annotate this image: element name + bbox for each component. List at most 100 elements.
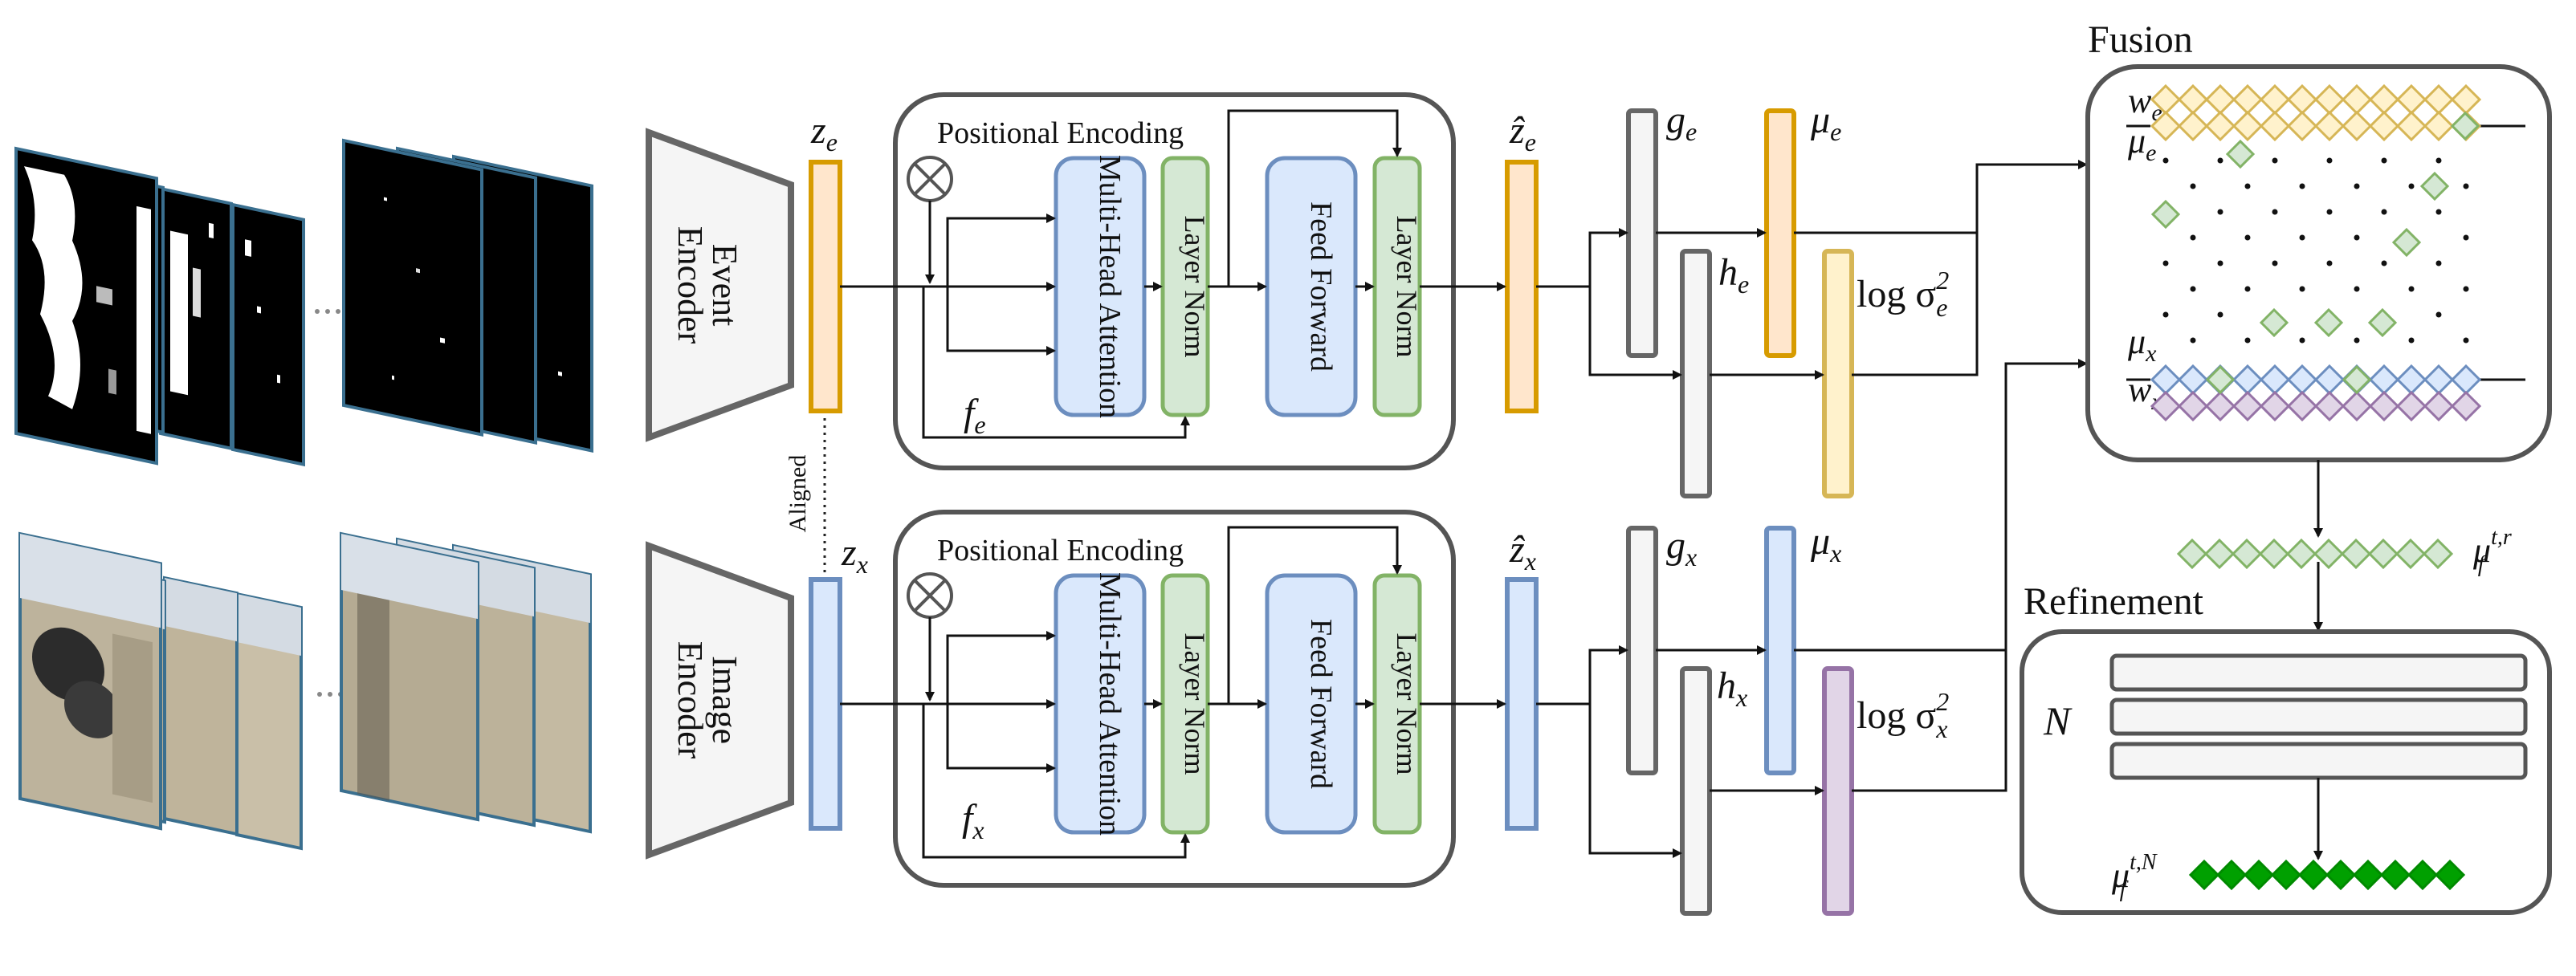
fused-diamond [2285,538,2317,570]
refined-diamond [2243,859,2275,891]
positional-encoding-label-event: Positional Encoding [937,116,1184,150]
image-frame-stack-left [18,531,303,851]
fusion-mu-x-label: μx [2127,322,2157,367]
refined-diamond [2215,859,2248,891]
weight-diamond-e [2423,110,2455,142]
weight-diamond-x [2450,390,2482,422]
positional-encoding-icon-event [907,156,953,202]
grid-dot [2381,157,2387,164]
fused-diamond [2231,538,2263,570]
grid-dot [2463,286,2469,292]
positional-encoding-icon-image [907,572,953,619]
weight-diamond-e [2341,110,2373,142]
refinement-title: Refinement [2024,580,2204,623]
grid-dot [2217,209,2223,215]
fused-diamond [2340,538,2372,570]
grid-dot [2217,260,2223,266]
fusion-block: Fusion we μe μx wx [2085,18,2552,462]
grid-dot [2272,157,2278,164]
head-g-x [1626,526,1658,775]
weight-diamond-x [2177,390,2209,422]
weight-diamond-x [2286,390,2318,422]
event-frame-stack-left [14,146,305,467]
fused-diamond [2313,538,2345,570]
zhat-x-label: ẑx [1509,528,1536,575]
weight-diamond-x [2313,390,2346,422]
grid-dot [2435,260,2442,266]
grid-dot [2381,260,2387,266]
grid-dot [2217,157,2223,164]
latent-zhat-x [1505,577,1539,831]
mha-label-event: Multi-Head Attention [1093,155,1127,418]
weight-diamond-x [2423,390,2455,422]
mu-e-bar [1764,108,1796,358]
grid-dot [2408,286,2415,292]
grid-dot [2299,183,2305,189]
grid-dot [2381,209,2387,215]
grid-dot [2354,337,2360,344]
refinement-layer-2 [2109,697,2528,736]
image-frame [18,531,162,831]
layer-norm-2-label-event: Layer Norm [1391,216,1423,358]
feed-forward-label-event: Feed Forward [1304,201,1338,372]
fused-diamond [2258,538,2290,570]
image-encoder: Image Encoder [646,541,794,860]
latent-z-x [809,577,842,831]
weight-diamond-x [2204,390,2236,422]
refined-diamond [2297,859,2329,891]
grid-dot [2408,183,2415,189]
image-encoder-label-1: Image [705,656,744,744]
weight-diamond-e [2150,110,2182,142]
aligned-label: Aligned [785,455,811,533]
zhat-e-label: ẑe [1509,109,1536,157]
fused-point-diamond [2150,199,2181,230]
fusion-diamond-grid [2150,83,2482,422]
grid-dot [2244,234,2251,241]
grid-dot [2354,234,2360,241]
head-g-e [1626,108,1658,358]
layer-norm-1-label-event: Layer Norm [1179,216,1211,358]
transformer-block-image: Positional Encoding Multi-Head Attention… [893,510,1456,888]
grid-dot [2244,286,2251,292]
fused-diamond [2422,538,2454,570]
grid-dot [2326,209,2333,215]
fused-point-diamond [2205,364,2236,395]
grid-dot [2463,234,2469,241]
weight-diamond-e [2259,110,2291,142]
grid-dot [2326,157,2333,164]
event-encoder-label-1: Event [705,244,744,327]
grid-dot [2435,209,2442,215]
grid-dot [2354,286,2360,292]
grid-dot [2272,209,2278,215]
weight-diamond-x [2341,390,2373,422]
z-e-label: ze [810,109,838,157]
grid-dot [2217,311,2223,318]
layer-norm-2-label-image: Layer Norm [1391,633,1423,775]
event-frame [14,146,158,466]
head-h-x [1680,666,1712,916]
weight-diamond-x [2150,390,2182,422]
refinement-layer-3 [2109,742,2528,780]
fused-point-diamond [2450,111,2480,141]
refined-diamond [2434,859,2466,891]
grid-dot [2190,234,2196,241]
grid-dot [2463,183,2469,189]
grid-dot [2162,157,2169,164]
weight-diamond-x [2232,390,2264,422]
weight-diamond-e [2177,110,2209,142]
grid-dot [2299,234,2305,241]
grid-dot [2408,337,2415,344]
grid-dot [2326,260,2333,266]
transformer-connectors [840,109,1506,859]
grid-dot [2435,157,2442,164]
refined-diamond [2325,859,2357,891]
refined-diamond [2407,859,2439,891]
weight-diamond-e [2204,110,2236,142]
refined-diamond [2188,859,2220,891]
fused-point-diamond [2367,307,2398,338]
event-frame-stack-right [342,138,593,453]
grid-dot [2272,260,2278,266]
